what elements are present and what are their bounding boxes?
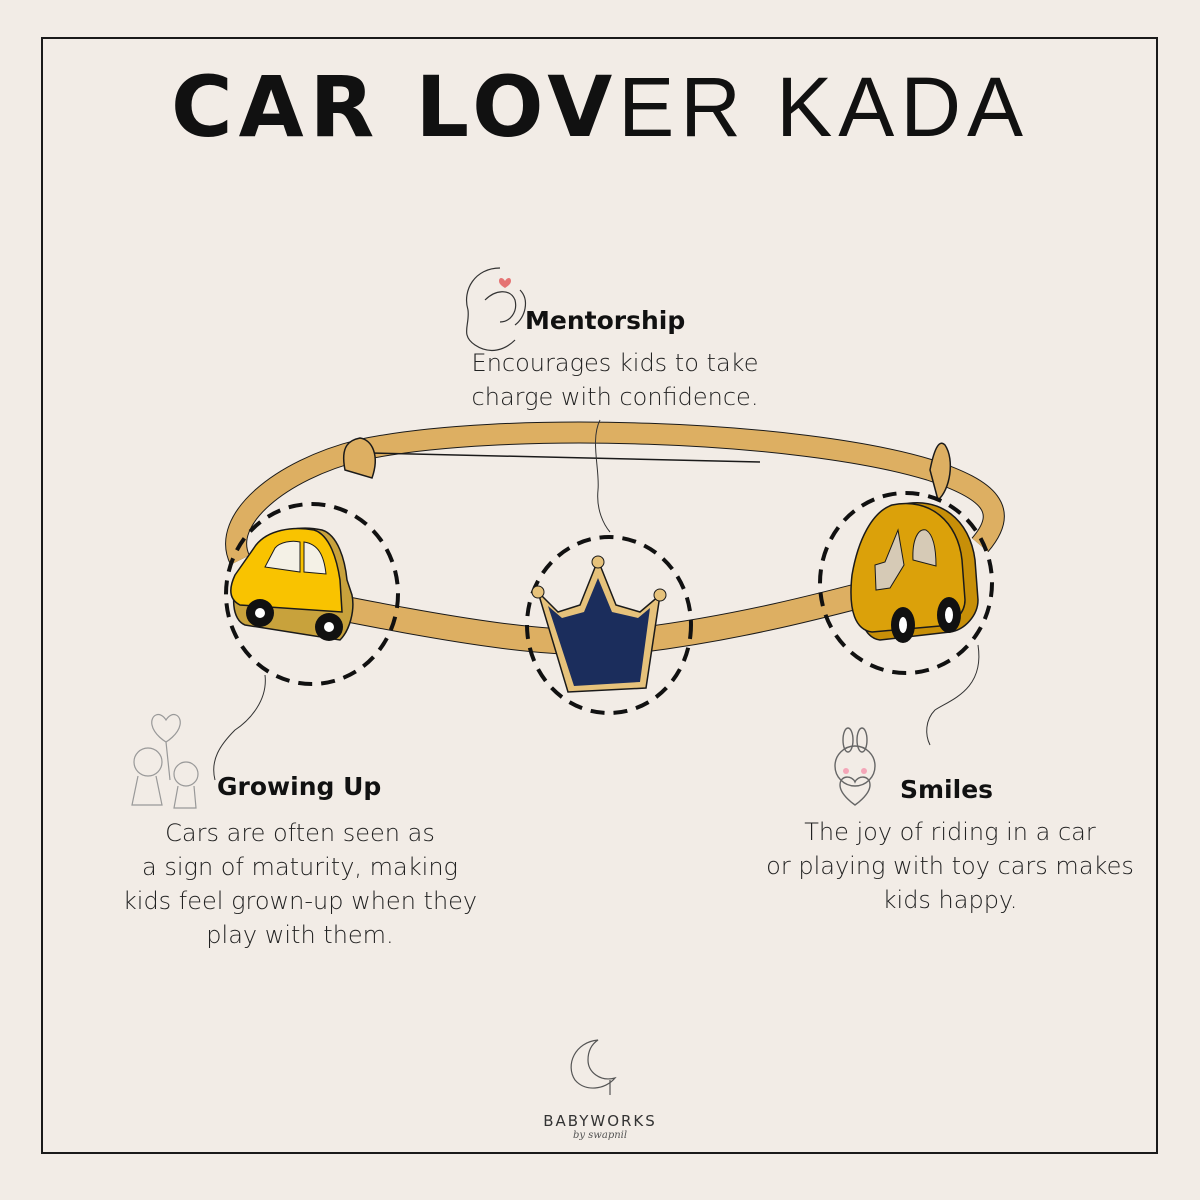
feature-heading-mentorship: Mentorship [525,306,686,335]
feature-heading-growing-up: Growing Up [217,772,382,801]
desc-line: Encourages kids to take [471,349,759,377]
yellow-car-charm [230,527,354,641]
feature-heading-smiles: Smiles [900,775,994,804]
page-title: CAR LOVER KADA [0,62,1200,152]
desc-line: kids feel grown-up when they [122,887,478,915]
desc-line: play with them. [206,921,394,949]
page-border [41,37,1158,1154]
desc-line: or playing with toy cars makes [766,852,1134,880]
desc-line: Cars are often seen as [165,819,435,847]
callout-line-mentorship [594,419,611,533]
feature-desc-mentorship: Encourages kids to take charge with conf… [400,346,830,414]
navy-crown-charm [531,555,667,693]
title-bold: CAR LOV [170,58,619,156]
title-light: ER KADA [618,60,1030,154]
brand-logo-sub: by swapnil [572,1130,628,1141]
callout-line-growing-up [213,674,266,781]
desc-line: charge with confidence. [471,383,759,411]
kids-balloon-icon [131,713,199,809]
mother-child-icon [466,267,527,352]
desc-line: The joy of riding in a car [804,818,1096,846]
feature-desc-growing-up: Cars are often seen as a sign of maturit… [80,816,520,952]
desc-line: a sign of maturity, making [142,853,458,881]
knot-right [929,442,952,502]
desc-line: kids happy. [882,886,1018,914]
moon-logo-icon [570,1039,617,1095]
mustard-car-charm [850,502,979,643]
knot-left [343,437,376,479]
callout-line-smiles [926,644,980,746]
bunny-heart-icon [834,727,876,806]
feature-desc-smiles: The joy of riding in a car or playing wi… [730,815,1170,917]
brand-logo-name: BABYWORKS [543,1112,657,1130]
